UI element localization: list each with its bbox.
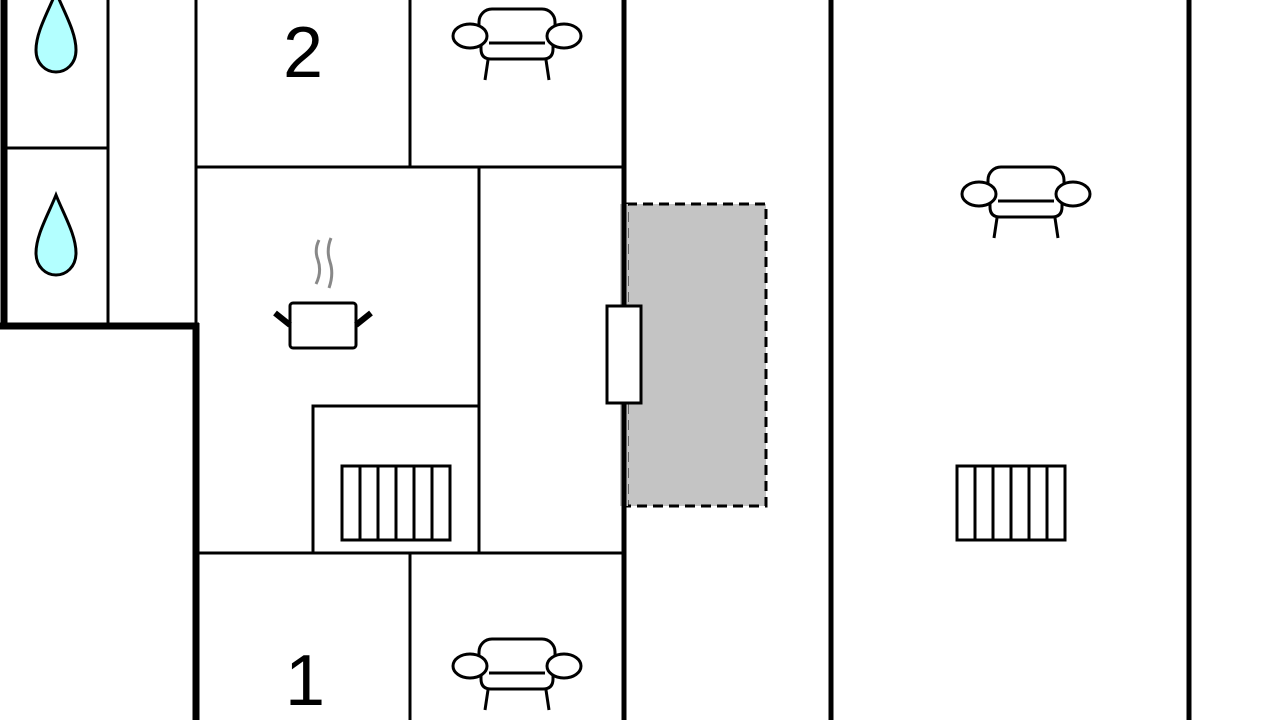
- terrace-area: [625, 202, 768, 508]
- cooking-pot-icon: [273, 237, 373, 350]
- sofa-icon: [451, 7, 583, 82]
- water-drop-icon: [34, 193, 78, 277]
- room-number-2: 2: [283, 13, 323, 93]
- radiator-icon: [340, 464, 452, 542]
- walls: [0, 0, 1192, 720]
- sofa-icon: [960, 165, 1092, 240]
- sofa-icon: [451, 637, 583, 712]
- radiator-icon: [955, 464, 1067, 542]
- water-drop-icon: [34, 0, 78, 74]
- room-number-1: 1: [285, 641, 325, 720]
- door: [605, 304, 643, 405]
